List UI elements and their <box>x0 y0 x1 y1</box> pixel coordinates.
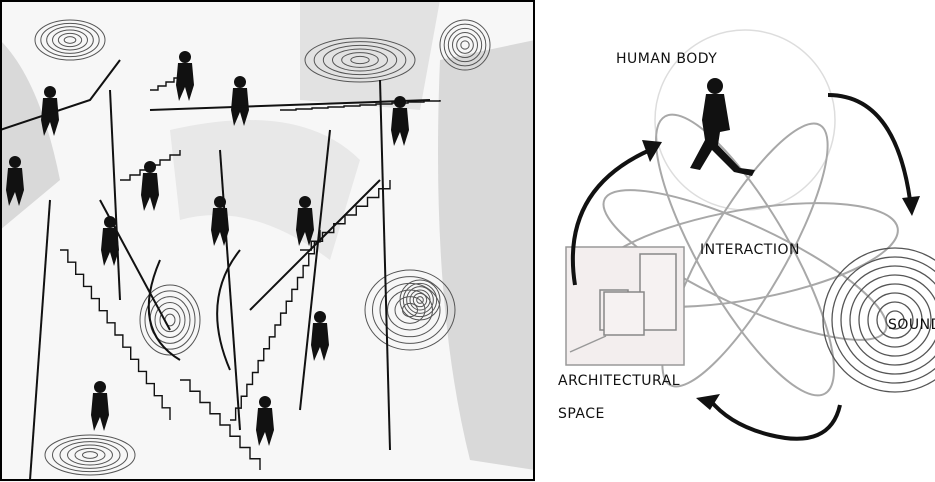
staircase <box>280 100 441 111</box>
escher-staircase-sketch <box>0 0 535 482</box>
spiral-ring <box>57 32 83 48</box>
sound-ring <box>831 256 935 384</box>
sound-ring <box>849 274 935 366</box>
spiral-ring <box>52 29 88 51</box>
spiral-ring <box>313 41 407 79</box>
sketch-shading <box>0 0 535 470</box>
figure-body <box>41 98 59 136</box>
spiral-ring <box>304 37 416 83</box>
figure-head <box>9 156 21 168</box>
space-label: SPACE <box>558 406 605 422</box>
sound-spiral-icon <box>822 247 935 393</box>
sound-ring <box>822 247 935 393</box>
spiral-ring <box>341 52 379 68</box>
figure-body <box>6 168 24 206</box>
human-body-figure-icon <box>690 78 755 176</box>
figure-body <box>141 173 159 211</box>
sketch-frame <box>0 0 535 481</box>
figure-head <box>179 51 191 63</box>
sound-ring <box>885 310 905 330</box>
interaction-label: INTERACTION <box>700 242 800 258</box>
spiral-ring <box>154 302 186 338</box>
spiral-ring <box>452 32 478 58</box>
sound-ring <box>876 301 914 339</box>
cycle-arrows <box>570 93 912 441</box>
figure-body <box>391 108 409 146</box>
spiral-ring <box>402 282 438 318</box>
arrowheads <box>642 140 920 410</box>
spiral-ring <box>406 286 434 314</box>
spiral-ring <box>379 282 441 338</box>
spiral-ring <box>139 284 201 356</box>
figure-body <box>91 393 109 431</box>
spiral-ring <box>332 48 388 72</box>
figure-body <box>176 63 194 101</box>
spiral-ring <box>74 447 106 463</box>
human-body-label: HUMAN BODY <box>616 51 718 67</box>
figure-body <box>256 408 274 446</box>
spiral-ring <box>443 23 487 67</box>
spiral-ring <box>322 44 398 76</box>
staircase <box>230 230 321 421</box>
staircase <box>60 249 171 420</box>
figure-body <box>101 228 119 266</box>
spiral-ring <box>364 269 456 351</box>
spiral-ring <box>59 441 121 469</box>
sound-ring <box>840 265 935 375</box>
arrowhead-icon <box>902 196 920 216</box>
spiral-ring <box>409 289 431 311</box>
walking-figures <box>6 51 409 446</box>
sound-ring <box>858 283 932 357</box>
spiral-ring <box>40 22 100 58</box>
sound-spirals <box>34 19 491 476</box>
figure-head <box>144 161 156 173</box>
interaction-diagram <box>565 29 935 441</box>
spiral-ring <box>439 19 491 71</box>
sketch-lines <box>0 59 431 481</box>
figure-head <box>299 196 311 208</box>
spiral-ring <box>63 36 77 44</box>
spiral-ring <box>67 444 113 466</box>
arrowhead-icon <box>696 394 720 410</box>
spiral-ring <box>44 434 136 476</box>
spiral-ring <box>144 290 196 350</box>
figure-body <box>311 323 329 361</box>
spiral-ring <box>34 19 106 61</box>
spiral-ring <box>387 289 433 331</box>
arrowhead-icon <box>642 140 662 162</box>
spiral-ring <box>416 296 424 304</box>
spiral-ring <box>52 437 128 473</box>
spiral-ring <box>394 296 426 324</box>
figure-head <box>94 381 106 393</box>
figure-head <box>44 86 56 98</box>
architectural-label: ARCHITECTURAL <box>558 373 681 389</box>
spiral-ring <box>350 55 370 65</box>
spiral-ring <box>412 292 428 308</box>
spiral-ring <box>372 276 448 344</box>
spiral-ring <box>447 27 483 63</box>
staircase <box>180 379 261 470</box>
spiral-ring <box>460 40 470 50</box>
spiral-ring <box>456 36 474 54</box>
spiral-ring <box>82 451 98 459</box>
spiral-ring <box>159 307 181 333</box>
spiral-ring <box>399 279 441 321</box>
figure-head <box>314 311 326 323</box>
sound-label: SOUND <box>888 317 935 333</box>
figure-body <box>296 208 314 246</box>
spiral-ring <box>46 26 94 54</box>
figure-head <box>259 396 271 408</box>
interaction-atom-orbits <box>591 113 899 397</box>
sound-ring <box>867 292 923 348</box>
architectural-space-icon <box>565 246 685 366</box>
figure-head <box>234 76 246 88</box>
